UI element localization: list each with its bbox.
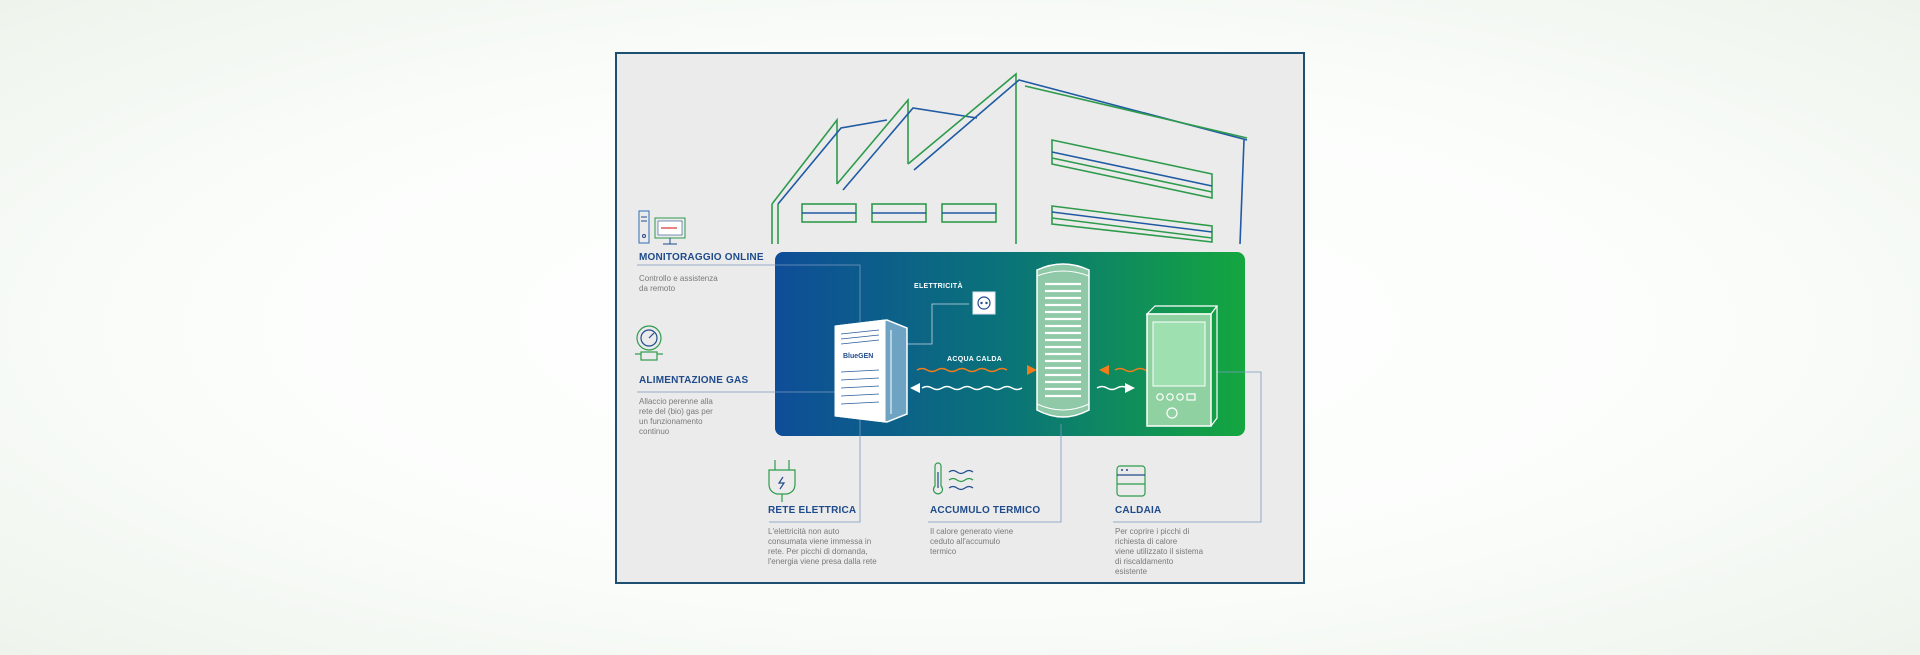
node-title-accumulo: ACCUMULO TERMICO: [930, 505, 1041, 516]
bluegen-unit-icon: [834, 319, 908, 423]
thermal-storage-tank-icon: [1036, 263, 1090, 418]
node-title-rete: RETE ELETTRICA: [768, 505, 857, 516]
diagram-card: BlueGEN: [615, 52, 1305, 584]
electric-socket-icon: [972, 291, 996, 315]
node-title-caldaia: CALDAIA: [1115, 505, 1162, 516]
node-desc-gas: Allaccio perenne alla rete del (bio) gas…: [639, 397, 713, 436]
thermometer-icon: [932, 462, 974, 495]
node-title-gas: ALIMENTAZIONE GAS: [639, 375, 749, 386]
node-desc-rete: L'elettricità non auto consumata viene i…: [768, 527, 877, 566]
boiler-unit-icon: [1145, 305, 1219, 427]
node-title-monitoraggio: MONITORAGGIO ONLINE: [639, 252, 764, 263]
power-plug-icon: [768, 460, 796, 502]
system-diagram: BlueGEN: [635, 72, 1262, 523]
computer-monitor-icon: [638, 210, 686, 245]
node-desc-accumulo: Il calore generato viene ceduto all'accu…: [930, 527, 1014, 556]
hot-water-label: ACQUA CALDA: [947, 356, 1003, 363]
gas-meter-icon: [635, 325, 663, 361]
node-desc-caldaia: Per coprire i picchi di richiesta di cal…: [1115, 527, 1204, 576]
electricity-label: ELETTRICITÀ: [914, 283, 963, 290]
boiler-icon: [1116, 465, 1146, 497]
hot-water-flow: [910, 365, 1156, 393]
factory-building-icon: [771, 72, 1248, 245]
brand-label: BlueGEN: [843, 353, 873, 360]
node-desc-monitoraggio: Controllo e assistenza da remoto: [639, 274, 718, 293]
connector-lines: [637, 264, 1262, 523]
